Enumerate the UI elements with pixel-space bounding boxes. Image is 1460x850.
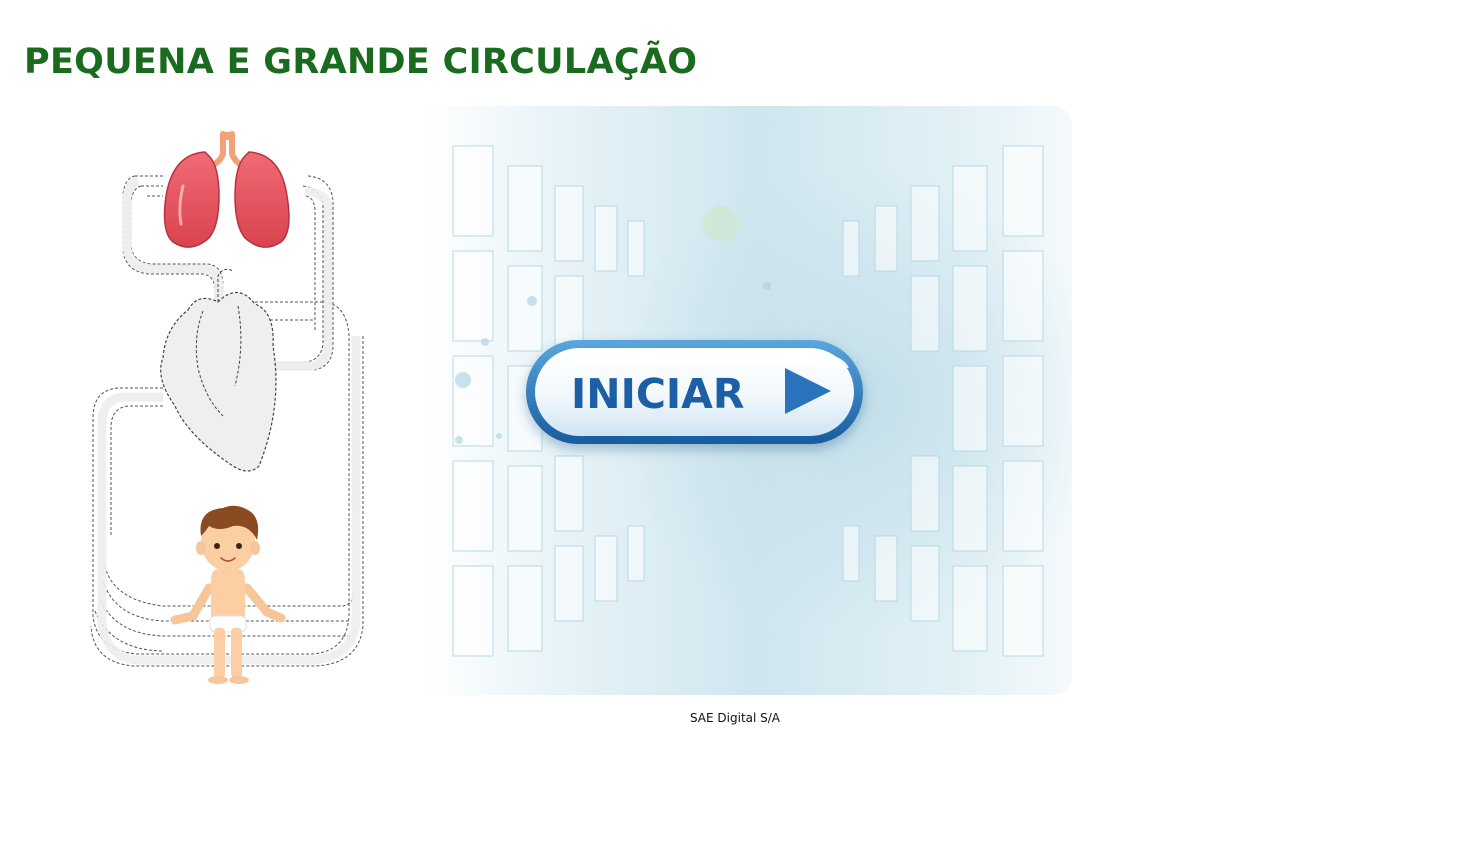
- blood-vessels-icon: [90, 175, 364, 667]
- start-button-label: INICIAR: [571, 370, 744, 418]
- lungs-icon: [163, 131, 290, 248]
- footer-credit: SAE Digital S/A: [689, 711, 781, 725]
- vessel-fill: [97, 176, 361, 665]
- play-arrow-icon: [785, 368, 831, 414]
- child-figure-icon: [170, 505, 286, 684]
- bubbles: [455, 206, 771, 444]
- start-button[interactable]: INICIAR: [526, 340, 863, 444]
- page-title: PEQUENA E GRANDE CIRCULAÇÃO: [24, 42, 698, 82]
- activity-stage: INICIAR: [23, 106, 1072, 695]
- heart-icon: [160, 268, 277, 472]
